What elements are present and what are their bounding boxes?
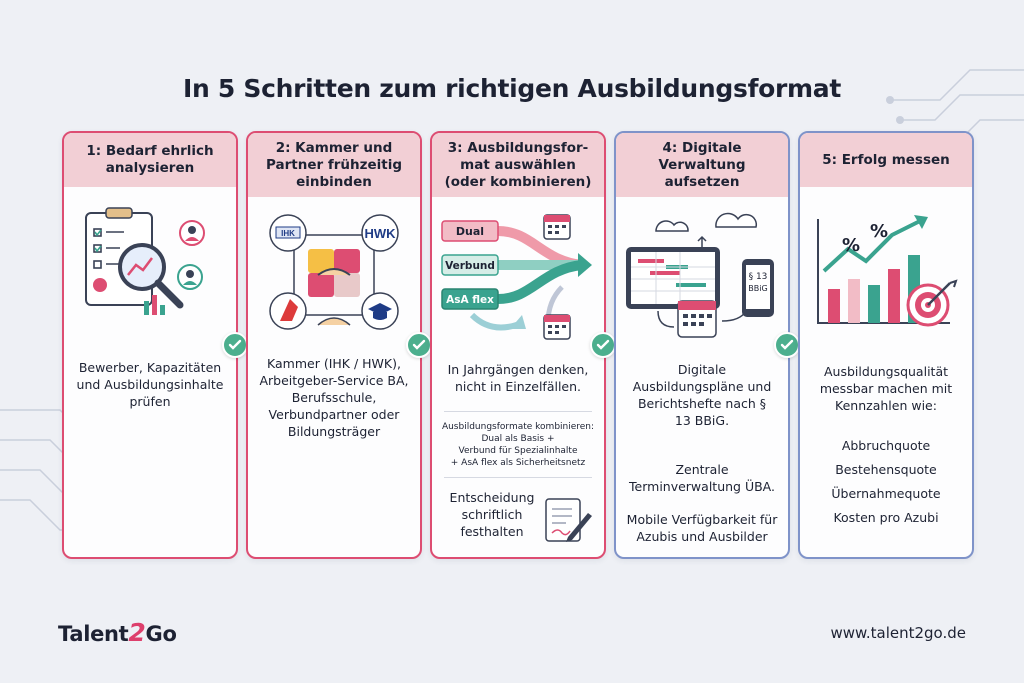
decision-text: Entscheidung schriftlich festhalten <box>449 490 535 539</box>
document-pen-icon <box>545 498 592 542</box>
analysis-illustration <box>64 205 236 335</box>
format-flow-icon: Dual Verbund AsA flex <box>441 214 592 340</box>
divider <box>444 477 592 478</box>
step-text-1: Bewerber, Kapazitäten und Ausbildungsinh… <box>76 360 224 409</box>
combine-line-1: Ausbildungsformate kombinieren: <box>441 422 595 432</box>
kpi-item: Übernahmequote <box>831 486 941 501</box>
check-icon <box>406 332 432 358</box>
format-label-dual: Dual <box>456 225 484 238</box>
logo-part-1: Talent <box>58 622 129 646</box>
kpi-item: Bestehensquote <box>835 462 937 477</box>
step-text-3: In Jahrgängen denken, nicht in Einzelfäl… <box>447 362 589 394</box>
percent-symbol: % <box>842 235 860 256</box>
combine-line-4: + AsA flex als Sicherheitsnetz <box>450 458 586 468</box>
kpi-item: Abbruchquote <box>841 438 931 453</box>
divider <box>444 411 592 412</box>
bbig-label-2: BBiG <box>748 284 767 293</box>
step-heading-4: 4: Digitale Verwaltung aufsetzen <box>616 133 788 197</box>
clipboard-magnifier-icon <box>85 207 205 315</box>
step-text-4c: Mobile Verfügbarkeit für Azubis und Ausb… <box>626 512 778 544</box>
check-icon <box>222 332 248 358</box>
step-text-4a: Digitale Ausbildungspläne und Berichtshe… <box>632 362 772 428</box>
step-heading-2: 2: Kammer und Partner frühzeitig einbind… <box>248 133 420 197</box>
step-text-5: Ausbildungsqualität messbar machen mit K… <box>819 364 953 413</box>
step-heading-3: 3: Ausbildungsfor-mat auswählen (oder ko… <box>432 133 604 197</box>
percent-symbol: % <box>870 221 888 242</box>
puzzle-partners-icon: IHK HWK <box>269 214 399 330</box>
page-title: In 5 Schritten zum richtigen Ausbildungs… <box>182 74 842 103</box>
step-card-2: 2: Kammer und Partner frühzeitig einbind… <box>246 131 422 559</box>
hwk-logo-text: HWK <box>364 226 396 241</box>
format-label-verbund: Verbund <box>445 260 495 272</box>
brand-logo: Talent2Go <box>58 618 177 647</box>
combine-line-3: Verbund für Spezialinhalte <box>458 446 578 456</box>
format-illustration: Dual Verbund AsA flex <box>432 211 604 343</box>
digital-devices-icon: § 13 BBiG <box>626 212 774 338</box>
website-url: www.talent2go.de <box>830 624 966 642</box>
step-text-4b: Zentrale Terminverwaltung ÜBA. <box>629 462 775 494</box>
check-icon <box>774 332 800 358</box>
digital-illustration: § 13 BBiG <box>616 207 788 347</box>
growth-chart-icon: % % <box>817 215 958 327</box>
logo-part-3: Go <box>145 622 177 646</box>
step-card-4: 4: Digitale Verwaltung aufsetzen § 13 BB… <box>614 131 790 559</box>
logo-part-2: 2 <box>128 618 146 647</box>
step-heading-1: 1: Bedarf ehrlich analysieren <box>64 133 236 187</box>
success-illustration: % % <box>800 211 972 331</box>
bbig-label-1: § 13 <box>749 272 768 282</box>
combine-line-2: Dual als Basis + <box>481 434 555 444</box>
format-label-asa-flex: AsA flex <box>446 294 494 306</box>
step-card-5: 5: Erfolg messen % % Ausbildungsqualität… <box>798 131 974 559</box>
kpi-item: Kosten pro Azubi <box>833 510 939 525</box>
partner-illustration: IHK HWK <box>248 213 420 341</box>
step-card-1: 1: Bedarf ehrlich analysieren Bewerber, … <box>62 131 238 559</box>
ihk-logo-text: IHK <box>281 229 295 238</box>
step-heading-5: 5: Erfolg messen <box>800 133 972 187</box>
check-icon <box>590 332 616 358</box>
step-text-2: Kammer (IHK / HWK), Arbeitgeber-Service … <box>259 356 409 439</box>
step-card-3: 3: Ausbildungsfor-mat auswählen (oder ko… <box>430 131 606 559</box>
